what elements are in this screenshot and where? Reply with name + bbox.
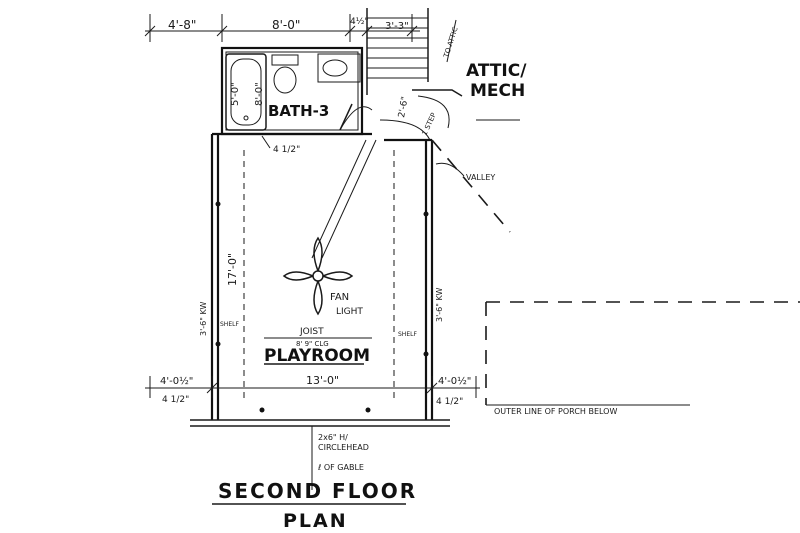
plan-subtitle: PLAN [283, 510, 348, 532]
dim-bath-tub: 5'-0" [230, 82, 241, 106]
playroom-walls [190, 132, 450, 427]
stairs [366, 8, 429, 95]
dim-top-bath: 8'-0" [272, 18, 300, 32]
room-label-attic: ATTIC/ [466, 61, 527, 81]
dim-top-wall: 4½" [350, 17, 369, 27]
bath-vanity [317, 53, 361, 83]
valley-note: VALLEY [466, 173, 495, 182]
dim-wall-thickness-c: 4 1/2" [436, 397, 463, 407]
header-note-1: 2x6" H/ [318, 433, 348, 442]
knee-wall-lines [243, 150, 395, 400]
outlets [215, 201, 429, 413]
dim-right-offset: 4'-0½" [438, 375, 471, 387]
header-note-2: CIRCLEHEAD [318, 443, 369, 452]
dim-left-offset: 4'-0½" [160, 375, 193, 387]
light-label: LIGHT [336, 307, 363, 317]
joist-label: JOIST [299, 327, 324, 337]
dim-wall-thickness-a: 4 1/2" [273, 145, 300, 155]
step-note: 1 STEP [421, 112, 438, 137]
gable-note: ℓ OF GABLE [317, 463, 364, 472]
valley-line [431, 139, 511, 233]
porch-note: OUTER LINE OF PORCH BELOW [494, 407, 617, 416]
bottom-dimension-line [145, 376, 480, 398]
room-label-mech: MECH [470, 81, 525, 101]
dim-top-stair: 3'-3" [385, 21, 409, 32]
fan-label: FAN [330, 292, 349, 303]
attic-mech-area [379, 89, 463, 141]
dim-playroom-width: 13'-0" [306, 374, 339, 387]
dim-wall-thickness-b: 4 1/2" [162, 395, 189, 405]
knee-wall-left: 3'-6" KW [199, 302, 208, 336]
bath-door-swing [339, 103, 373, 131]
dim-stair-note: 2'-6" [397, 96, 411, 119]
dim-playroom-depth: 17'-0" [226, 253, 239, 286]
shelf-left: SHELF [220, 321, 239, 328]
bathtub [225, 53, 267, 131]
porch-outline [476, 119, 800, 406]
ceiling-slope-lines [311, 139, 377, 259]
plan-title: SECOND FLOOR [218, 479, 417, 503]
ceiling-fan-light [282, 236, 354, 316]
knee-wall-right: 3'-6" KW [435, 288, 444, 322]
ceiling-note: 8' 9" CLG [296, 340, 329, 348]
shelf-right: SHELF [398, 331, 417, 338]
room-label-bath: BATH-3 [268, 102, 329, 120]
toilet [271, 54, 299, 94]
room-label-playroom: PLAYROOM [264, 346, 370, 366]
dim-top-left: 4'-8" [168, 18, 196, 32]
dim-bath-depth: 8'-0" [254, 82, 265, 106]
